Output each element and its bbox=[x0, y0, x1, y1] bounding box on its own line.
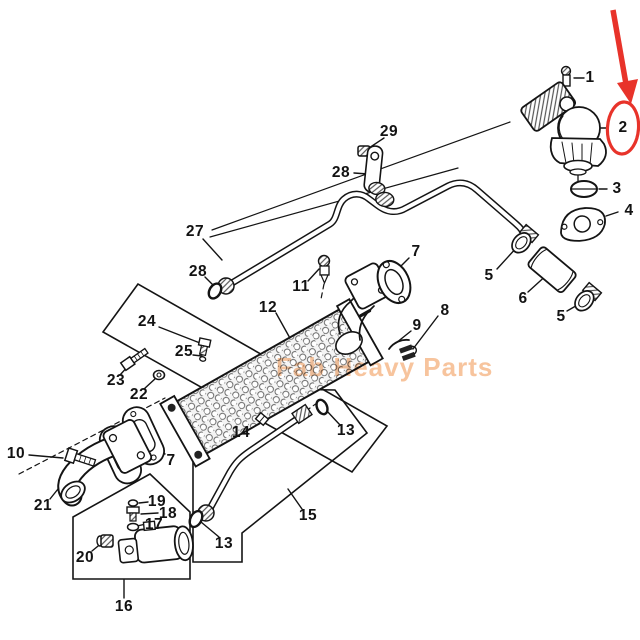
part-label-5: 5 bbox=[484, 267, 494, 284]
part-label-19: 19 bbox=[147, 493, 167, 510]
part-label-14: 14 bbox=[231, 424, 251, 441]
washer-part-19 bbox=[127, 499, 139, 507]
fitting-part-18 bbox=[126, 506, 140, 522]
bolt-part-23 bbox=[119, 347, 149, 372]
oring-part-28-pipe-seal bbox=[207, 282, 223, 300]
leader-lines bbox=[28, 77, 619, 599]
part-label-7: 7 bbox=[411, 243, 421, 260]
part-label-9: 9 bbox=[412, 317, 422, 334]
hose-part-6 bbox=[527, 246, 577, 294]
part-label-23: 23 bbox=[106, 372, 126, 389]
gasket-part-7-right bbox=[376, 259, 412, 305]
part-label-4: 4 bbox=[624, 202, 634, 219]
elbow-part-21 bbox=[57, 419, 153, 507]
part-label-10: 10 bbox=[6, 445, 26, 462]
part-label-29: 29 bbox=[379, 123, 399, 140]
oring-part-13-lower bbox=[188, 509, 204, 529]
part-label-27: 27 bbox=[185, 223, 205, 240]
part-label-8: 8 bbox=[440, 302, 450, 319]
plug-part-20 bbox=[96, 534, 114, 548]
part-label-3: 3 bbox=[612, 180, 622, 197]
part-label-2: 2 bbox=[618, 119, 628, 136]
bolt-part-25 bbox=[197, 337, 212, 362]
part-label-17: 17 bbox=[144, 516, 164, 533]
valve-part-16 bbox=[117, 520, 194, 564]
washer-part-22 bbox=[152, 369, 166, 381]
gasket-part-4 bbox=[560, 207, 606, 242]
highlight-annotation bbox=[605, 9, 640, 156]
sensor-part-11 bbox=[317, 254, 331, 285]
bolt-part-10 bbox=[63, 447, 97, 467]
part-label-21: 21 bbox=[33, 497, 53, 514]
clamp-part-5-lower bbox=[574, 281, 603, 312]
thermostat-part-2 bbox=[520, 81, 607, 182]
bolt-part-1 bbox=[560, 65, 572, 87]
part-label-11: 11 bbox=[292, 278, 310, 295]
group-box-16 bbox=[72, 473, 191, 580]
part-label-16: 16 bbox=[114, 598, 134, 615]
part-label-28: 28 bbox=[188, 263, 208, 280]
part-label-13: 13 bbox=[336, 422, 356, 439]
part-label-15: 15 bbox=[298, 507, 318, 524]
group-box-15 bbox=[192, 387, 369, 563]
part-label-12: 12 bbox=[258, 299, 278, 316]
part-label-7: 7 bbox=[166, 452, 176, 469]
pipe-part-15 bbox=[197, 403, 313, 522]
clip-part-8 bbox=[399, 344, 418, 362]
clamp-part-5-upper bbox=[511, 223, 540, 254]
part-label-25: 25 bbox=[174, 343, 194, 360]
part-label-18: 18 bbox=[158, 505, 178, 522]
part-label-13: 13 bbox=[214, 535, 234, 552]
bolt-part-14 bbox=[254, 411, 270, 427]
bracket-part-28 bbox=[363, 145, 395, 208]
part-label-20: 20 bbox=[75, 549, 95, 566]
oring-part-13-upper bbox=[315, 398, 329, 416]
highlight-arrow-shaft bbox=[610, 9, 629, 85]
washer-part-17 bbox=[126, 522, 140, 532]
part-label-6: 6 bbox=[518, 290, 528, 307]
part-label-28: 28 bbox=[331, 164, 351, 181]
part-label-24: 24 bbox=[137, 313, 157, 330]
part-label-1: 1 bbox=[585, 69, 595, 86]
highlight-arrow-head bbox=[617, 79, 638, 104]
part-label-5: 5 bbox=[556, 308, 566, 325]
wire-part-9 bbox=[388, 338, 410, 350]
highlight-circle bbox=[605, 100, 640, 156]
oring-part-3 bbox=[570, 180, 598, 198]
pipe-part-27 bbox=[217, 179, 531, 295]
part-label-22: 22 bbox=[129, 386, 149, 403]
